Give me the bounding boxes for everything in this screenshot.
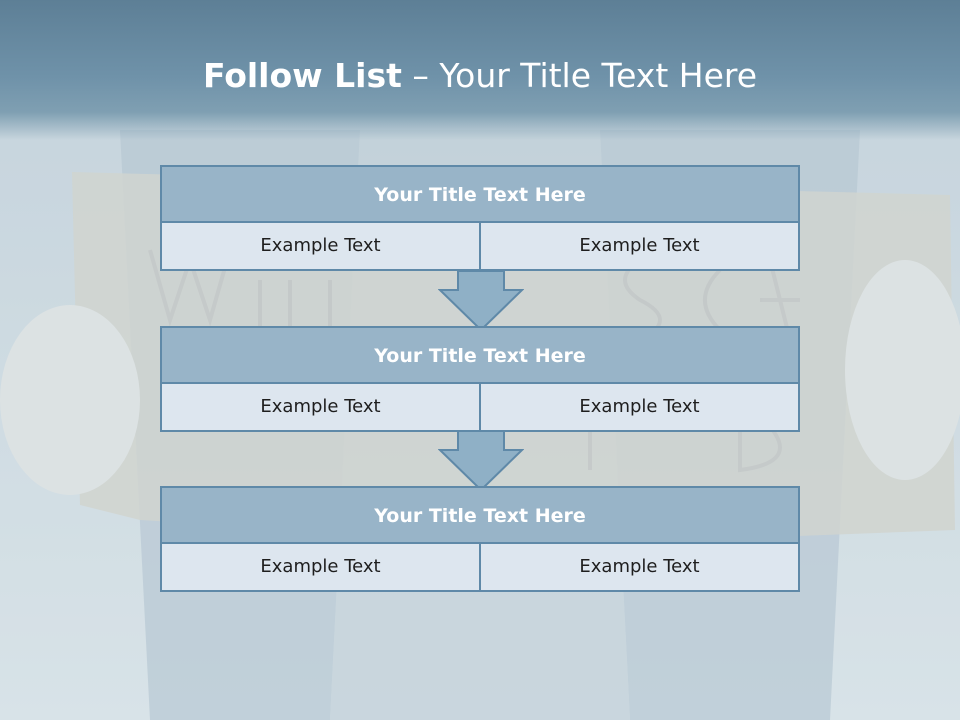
header-band — [0, 0, 960, 140]
step-text-left: Example Text — [162, 384, 479, 430]
step-title: Your Title Text Here — [162, 488, 798, 544]
down-arrow-icon — [438, 430, 524, 492]
title-bold: Follow List — [202, 56, 402, 95]
step-text-left: Example Text — [162, 544, 479, 590]
step-text-right: Example Text — [479, 223, 798, 269]
step-text-left: Example Text — [162, 223, 479, 269]
step-title: Your Title Text Here — [162, 328, 798, 384]
page-title: Follow List – Your Title Text Here — [0, 52, 960, 100]
title-rest: – Your Title Text Here — [401, 56, 758, 95]
step-box-2: Your Title Text Here Example Text Exampl… — [160, 326, 800, 432]
step-title: Your Title Text Here — [162, 167, 798, 223]
down-arrow-icon — [438, 270, 524, 332]
step-box-1: Your Title Text Here Example Text Exampl… — [160, 165, 800, 271]
step-text-right: Example Text — [479, 544, 798, 590]
step-box-3: Your Title Text Here Example Text Exampl… — [160, 486, 800, 592]
step-text-right: Example Text — [479, 384, 798, 430]
